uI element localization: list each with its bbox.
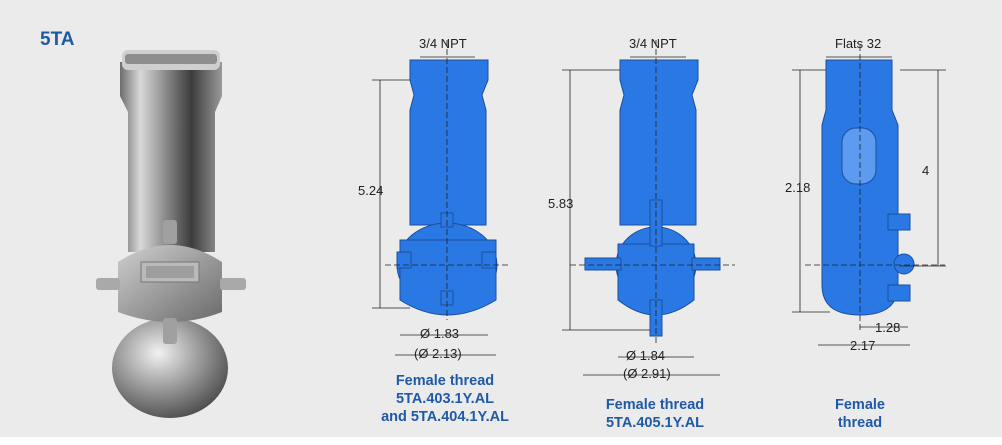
- drawing-3-height-left: 2.18: [785, 180, 811, 195]
- drawing-3-width-large: 2.17: [850, 338, 876, 353]
- drawing-2-dia-inner: Ø 1.84: [626, 348, 666, 363]
- drawing-3-body: [821, 59, 915, 316]
- drawing-1-caption: Female thread 5TA.403.1Y.AL and 5TA.404.…: [360, 372, 530, 426]
- bottom-strip: [0, 437, 1002, 445]
- drawing-3-width-small: 1.28: [875, 320, 901, 335]
- drawing-1-height-label: 5.24: [358, 183, 384, 198]
- drawing-2-caption-line: 5TA.405.1Y.AL: [605, 415, 705, 431]
- drawing-2-caption-line: Female thread: [605, 397, 705, 413]
- drawing-2-top-label: 3/4 NPT: [629, 36, 677, 51]
- drawing-3-height-right: 4: [922, 163, 930, 178]
- product-title: 5TA: [40, 29, 75, 50]
- drawing-1-caption-line: and 5TA.404.1Y.AL: [381, 409, 509, 425]
- drawing-1-dia-outer: (Ø 2.13): [414, 346, 462, 361]
- drawing-1-top-label: 3/4 NPT: [419, 36, 467, 51]
- drawing-2-height-label: 5.83: [548, 196, 574, 211]
- drawing-1-caption-line: Female thread: [395, 373, 495, 389]
- drawing-1-caption-line: 5TA.403.1Y.AL: [395, 391, 495, 407]
- drawing-3-top-label: Flats 32: [835, 36, 882, 51]
- drawing-1-dia-inner: Ø 1.83: [420, 326, 460, 341]
- drawing-3-caption: Female thread: [815, 396, 905, 432]
- drawing-3-caption-line: Female: [835, 397, 885, 413]
- drawing-3-caption-line: thread: [837, 415, 883, 431]
- drawing-2-body: [584, 59, 721, 337]
- drawing-2-dia-outer: (Ø 2.91): [623, 366, 671, 381]
- drawing-2-caption: Female thread 5TA.405.1Y.AL: [580, 396, 730, 432]
